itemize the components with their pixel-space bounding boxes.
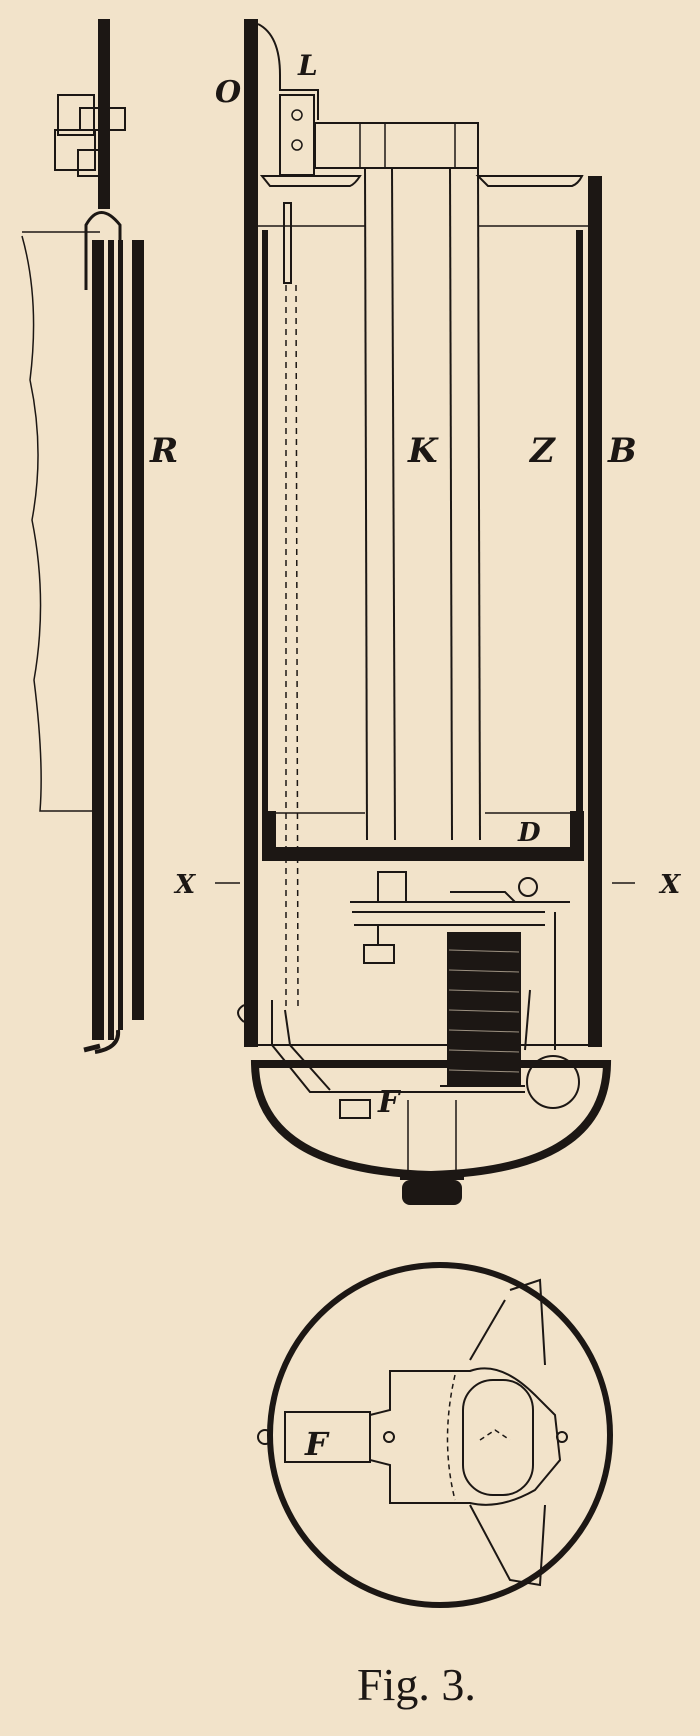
rod-r-assembly: [21, 19, 144, 1054]
outer-wall-left: [244, 19, 258, 1047]
drain-knob-neck: [400, 1172, 464, 1180]
mount-plate: [369, 1367, 562, 1506]
plan-view: [257, 1262, 613, 1608]
inner-wall-left: [262, 230, 268, 860]
labels: O L R K Z B D X X F F Fig. 3.: [149, 49, 682, 1710]
plan-ring: [267, 1262, 613, 1608]
rod-k: [364, 167, 481, 841]
label-l: L: [297, 49, 318, 82]
label-f-plan: F: [304, 1425, 330, 1463]
label-k: K: [407, 431, 439, 471]
label-x-left: X: [173, 870, 197, 900]
coil-outline: [462, 1379, 534, 1496]
outer-wall-b: [588, 176, 602, 1047]
dashed-wire: [285, 284, 299, 1011]
rod-clamp: [54, 94, 126, 177]
label-o: O: [215, 75, 241, 110]
top-cap: [314, 122, 479, 169]
bottom-hemisphere: [250, 1060, 612, 1180]
relay-mechanism: [350, 871, 570, 1051]
figure-caption: Fig. 3.: [357, 1659, 476, 1710]
ball: [526, 1055, 580, 1109]
drain-knob: [402, 1180, 462, 1205]
main-cylinder: [215, 19, 635, 1205]
rod-top: [98, 19, 110, 209]
label-d: D: [517, 818, 541, 848]
upper-strip: [469, 1278, 546, 1366]
side-screw: [237, 1004, 245, 1023]
label-z: Z: [528, 431, 556, 471]
dip-tube: [283, 202, 292, 284]
lever-l: [257, 23, 319, 120]
rod-loop: [84, 211, 122, 290]
inner-wall-z: [576, 230, 583, 860]
label-f-side: F: [377, 1085, 402, 1120]
partition-d: [262, 811, 584, 861]
label-b: B: [607, 431, 637, 471]
bracket-l: [279, 94, 315, 176]
lid-rims: [259, 175, 584, 187]
label-x-right: X: [658, 870, 682, 900]
lower-strip: [469, 1504, 546, 1587]
paper-strip: [21, 231, 100, 812]
label-r: R: [149, 431, 178, 471]
